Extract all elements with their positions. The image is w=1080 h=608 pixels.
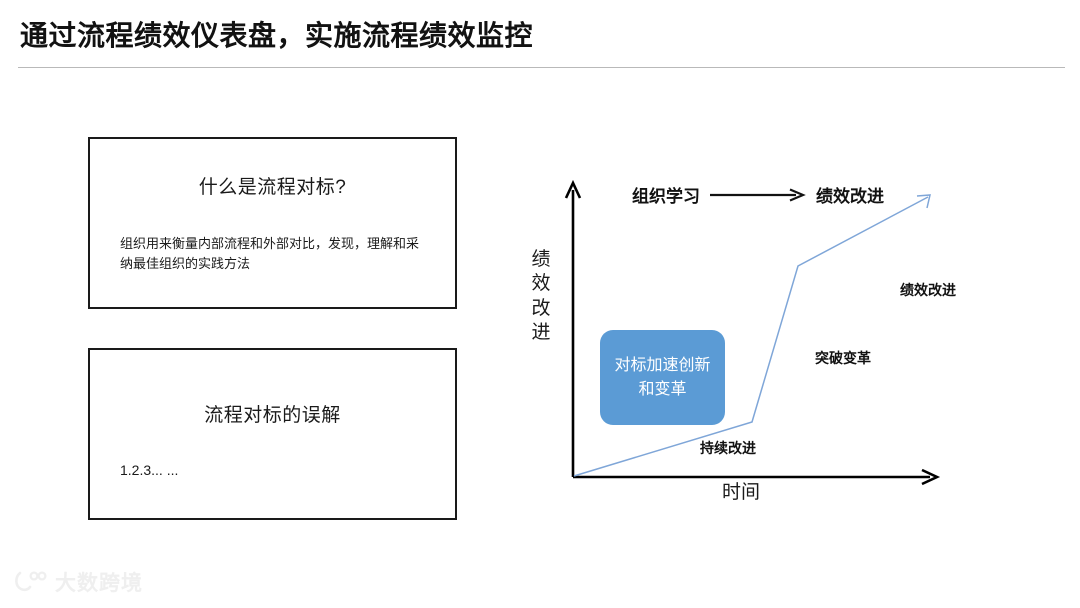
myth-box: 流程对标的误解 1.2.3... ... (88, 348, 457, 520)
stage-label-performance-improvement: 绩效改进 (900, 282, 956, 298)
definition-box: 什么是流程对标? 组织用来衡量内部流程和外部对比，发现，理解和采纳最佳组织的实践… (88, 137, 457, 309)
chart-header-left: 组织学习 (632, 187, 700, 206)
chart-header: 组织学习 绩效改进 (632, 182, 884, 207)
watermark-text: 大数跨境 (55, 572, 143, 595)
myth-box-heading: 流程对标的误解 (204, 405, 341, 426)
definition-box-body: 组织用来衡量内部流程和外部对比，发现，理解和采纳最佳组织的实践方法 (120, 236, 420, 272)
dashukuajing-logo-icon (14, 570, 48, 597)
long-right-arrow-icon (710, 187, 806, 202)
chart-header-right: 绩效改进 (816, 187, 884, 206)
performance-line (573, 194, 931, 477)
title-divider (18, 67, 1065, 68)
watermark: 大数跨境 (14, 570, 143, 597)
y-axis-label: 绩效改进 (531, 249, 551, 343)
stage-label-continuous-improvement: 持续改进 (700, 440, 756, 456)
chart-plot-area (564, 179, 941, 486)
page-title: 通过流程绩效仪表盘，实施流程绩效监控 (20, 20, 534, 51)
benchmark-callout: 对标加速创新和变革 (600, 330, 725, 425)
definition-box-heading: 什么是流程对标? (198, 177, 347, 198)
x-axis-label: 时间 (722, 482, 761, 503)
performance-chart: 组织学习 绩效改进 绩效改进 时间 (500, 160, 1070, 520)
y-axis (564, 179, 582, 477)
x-axis (573, 468, 941, 486)
myth-box-body: 1.2.3... ... (120, 462, 179, 478)
stage-label-breakthrough-change: 突破变革 (815, 350, 871, 366)
